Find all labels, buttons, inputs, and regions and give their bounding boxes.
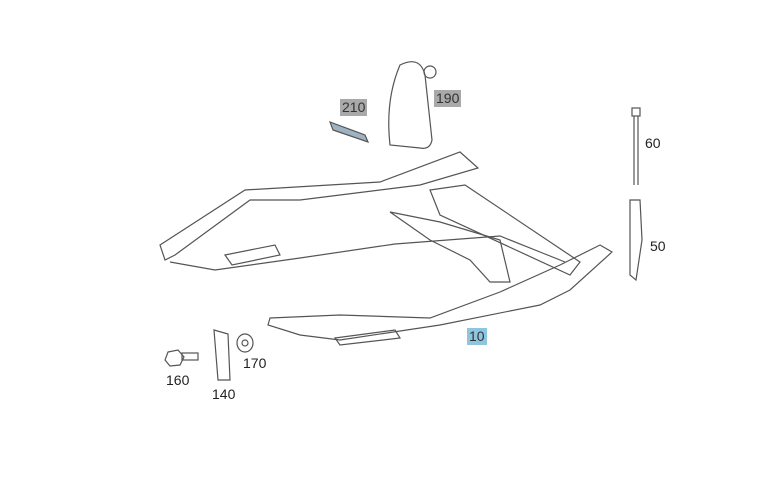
bolt-part-160[interactable] <box>164 349 199 367</box>
label-140[interactable]: 140 <box>212 386 236 402</box>
label-190[interactable]: 190 <box>434 90 462 107</box>
nut-part-170[interactable] <box>236 333 254 353</box>
bolt-part-60[interactable] <box>631 107 641 185</box>
label-160[interactable]: 160 <box>166 372 190 388</box>
label-60[interactable]: 60 <box>645 135 661 151</box>
label-10[interactable]: 10 <box>467 328 487 345</box>
label-50[interactable]: 50 <box>650 238 666 254</box>
label-210[interactable]: 210 <box>340 99 368 116</box>
cover-part-190[interactable] <box>388 61 437 149</box>
strip-part-210[interactable] <box>328 120 370 144</box>
bracket-part-50[interactable] <box>629 199 643 282</box>
label-170[interactable]: 170 <box>243 355 267 371</box>
clamp-part-140[interactable] <box>213 329 231 381</box>
frame-part-10[interactable] <box>159 151 614 346</box>
